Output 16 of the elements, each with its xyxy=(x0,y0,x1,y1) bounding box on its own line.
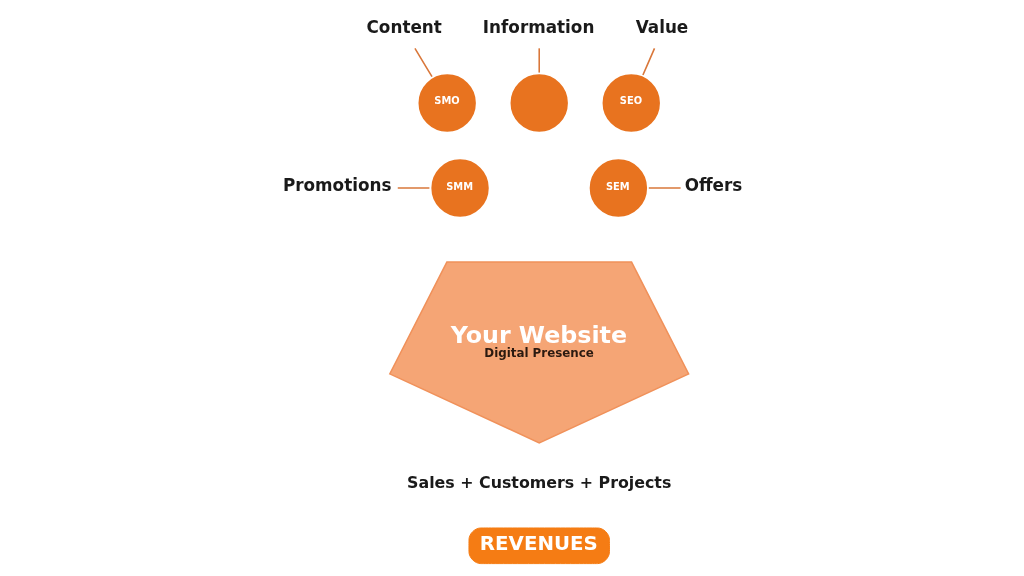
label: Sales + Customers + Projects xyxy=(406,473,671,493)
node-box: REVENUES xyxy=(467,527,610,565)
node-text: Promotions xyxy=(282,175,391,196)
connector xyxy=(396,187,430,189)
node-text: Offers xyxy=(684,175,742,196)
connector xyxy=(413,47,433,78)
connector xyxy=(647,187,681,189)
node-text: Information xyxy=(482,17,594,38)
node-circle xyxy=(507,71,571,135)
connector xyxy=(641,47,655,76)
node-text: Value xyxy=(635,17,688,38)
node-circle: SEM xyxy=(586,156,650,220)
node-text: Content xyxy=(366,17,442,38)
node-circle: SEO xyxy=(599,71,663,135)
connector xyxy=(537,47,540,74)
node-circle: SMO xyxy=(415,71,479,135)
